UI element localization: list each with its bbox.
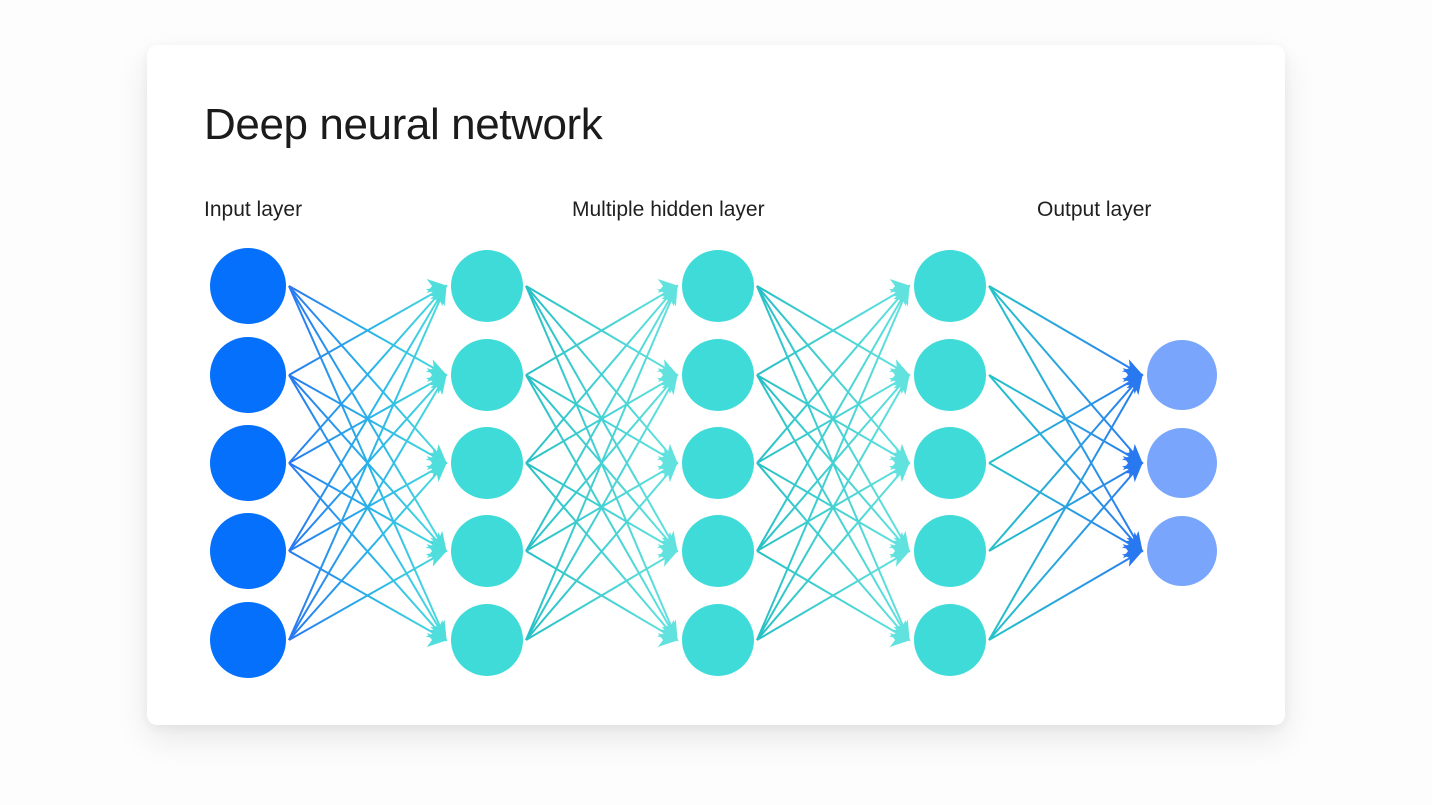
edge	[756, 284, 911, 464]
edge	[288, 550, 448, 641]
edge	[288, 285, 448, 376]
node-hidden-1	[914, 250, 986, 322]
node-input-3	[210, 425, 286, 501]
label-input-layer: Input layer	[204, 198, 303, 221]
edge	[525, 284, 678, 552]
page-title: Deep neural network	[204, 100, 603, 149]
edge	[756, 550, 911, 641]
edge	[756, 284, 910, 552]
edge	[525, 284, 679, 464]
edge	[988, 461, 1144, 641]
edge-group	[288, 279, 1144, 647]
edge	[288, 373, 447, 641]
node-hidden-3	[914, 427, 986, 499]
edge	[288, 284, 447, 641]
node-input-2	[210, 337, 286, 413]
edge	[756, 373, 910, 641]
edge	[988, 374, 1144, 464]
node-hidden-5	[914, 604, 986, 676]
edge	[988, 373, 1144, 552]
node-hidden-3	[682, 427, 754, 499]
edge	[756, 461, 911, 641]
node-group	[210, 248, 1217, 678]
node-output-2	[1147, 428, 1217, 498]
node-input-5	[210, 602, 286, 678]
node-hidden-4	[682, 515, 754, 587]
node-hidden-4	[451, 515, 523, 587]
node-hidden-5	[451, 604, 523, 676]
edge	[756, 285, 911, 376]
edge	[525, 285, 679, 376]
edge	[525, 373, 678, 641]
edge	[525, 550, 679, 641]
edge	[288, 284, 448, 464]
edge	[988, 550, 1144, 641]
edge	[525, 461, 679, 641]
edge	[525, 284, 678, 641]
edge	[988, 285, 1144, 376]
node-hidden-1	[451, 250, 523, 322]
node-hidden-4	[914, 515, 986, 587]
edge	[288, 284, 447, 552]
node-hidden-1	[682, 250, 754, 322]
edge	[288, 461, 448, 641]
node-input-4	[210, 513, 286, 589]
node-hidden-3	[451, 427, 523, 499]
label-hidden-layer: Multiple hidden layer	[572, 198, 765, 221]
edge	[988, 373, 1143, 641]
node-output-3	[1147, 516, 1217, 586]
edge	[756, 284, 910, 641]
node-hidden-2	[682, 339, 754, 411]
label-output-layer: Output layer	[1037, 198, 1152, 221]
diagram-card: Deep neural network Input layer Multiple…	[147, 45, 1285, 725]
node-output-1	[1147, 340, 1217, 410]
node-hidden-5	[682, 604, 754, 676]
neural-network-diagram	[210, 248, 1217, 678]
node-hidden-2	[914, 339, 986, 411]
node-hidden-2	[451, 339, 523, 411]
node-input-1	[210, 248, 286, 324]
